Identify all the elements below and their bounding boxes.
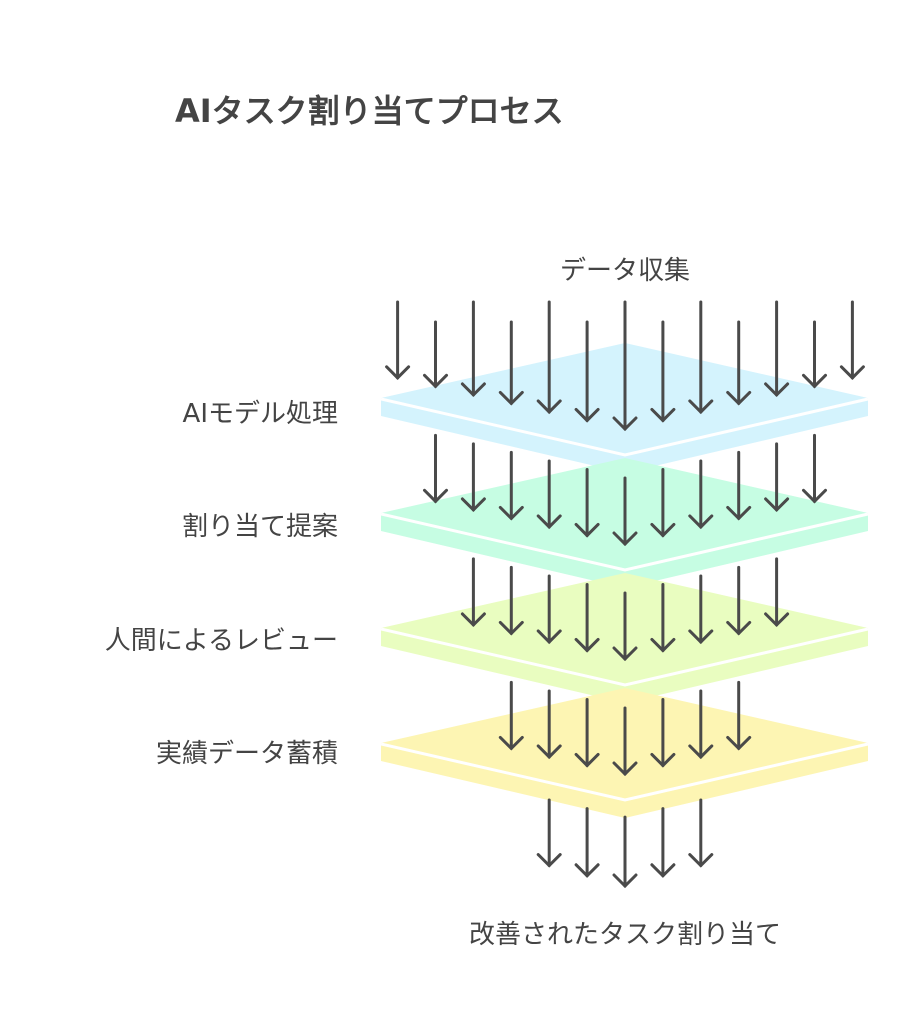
arrow-down-icon (574, 582, 600, 653)
layer-label-data: 実績データ蓄積 (155, 739, 338, 769)
arrow-down-icon (802, 433, 827, 504)
layer-edge (380, 512, 869, 572)
arrow-down-icon (726, 450, 752, 521)
output-label: 改善されたタスク割り当て (468, 920, 781, 950)
arrow-down-icon (536, 689, 562, 760)
arrow-down-icon (726, 565, 752, 636)
arrow-down-icon (498, 565, 524, 636)
arrow-down-icon (726, 320, 752, 406)
arrow-down-icon (650, 697, 676, 768)
arrow-down-icon (650, 467, 676, 538)
arrow-down-icon (726, 680, 752, 751)
arrow-down-icon (802, 320, 827, 389)
arrow-down-icon (498, 450, 524, 521)
arrow-down-icon (385, 300, 411, 380)
layer-edge (380, 627, 869, 687)
arrow-down-icon (688, 459, 714, 530)
arrow-down-icon (612, 706, 638, 777)
arrow-down-icon (574, 697, 600, 768)
arrow-down-icon (764, 300, 790, 398)
arrow-down-icon (764, 557, 790, 628)
arrow-down-icon (574, 807, 600, 878)
arrow-down-icon (423, 433, 448, 504)
arrow-down-icon (688, 689, 714, 760)
arrow-down-icon (460, 442, 486, 513)
arrow-down-icon (650, 807, 676, 878)
arrow-down-icon (498, 320, 524, 406)
layer-edge (380, 742, 869, 802)
arrow-down-icon (536, 798, 562, 868)
layer-edge (380, 397, 869, 457)
arrow-down-icon (688, 300, 714, 415)
layer-label-ai-model: AIモデル処理 (182, 399, 338, 429)
arrow-down-icon (536, 459, 562, 530)
arrow-down-icon (460, 557, 486, 628)
arrow-down-icon (536, 300, 562, 415)
input-label: データ収集 (559, 256, 690, 286)
layer-label-proposal: 割り当て提案 (181, 512, 338, 542)
layer-label-review: 人間によるレビュー (104, 626, 338, 656)
arrow-down-icon (612, 300, 638, 432)
diagram-title: AIタスク割り当てプロセス (175, 92, 564, 130)
arrow-down-icon (612, 476, 638, 547)
arrow-down-icon (650, 320, 676, 423)
arrow-down-icon (423, 320, 448, 389)
arrow-down-icon (574, 467, 600, 538)
arrow-down-icon (536, 574, 562, 645)
arrow-down-icon (574, 320, 600, 423)
arrow-down-icon (498, 680, 524, 751)
arrow-down-icon (650, 582, 676, 653)
arrow-down-icon (612, 591, 638, 662)
arrow-down-icon (839, 300, 865, 380)
arrow-down-icon (688, 574, 714, 645)
arrow-down-icon (460, 300, 486, 398)
arrow-down-icon (688, 798, 714, 868)
arrow-down-icon (764, 442, 790, 513)
arrow-down-icon (612, 815, 638, 889)
